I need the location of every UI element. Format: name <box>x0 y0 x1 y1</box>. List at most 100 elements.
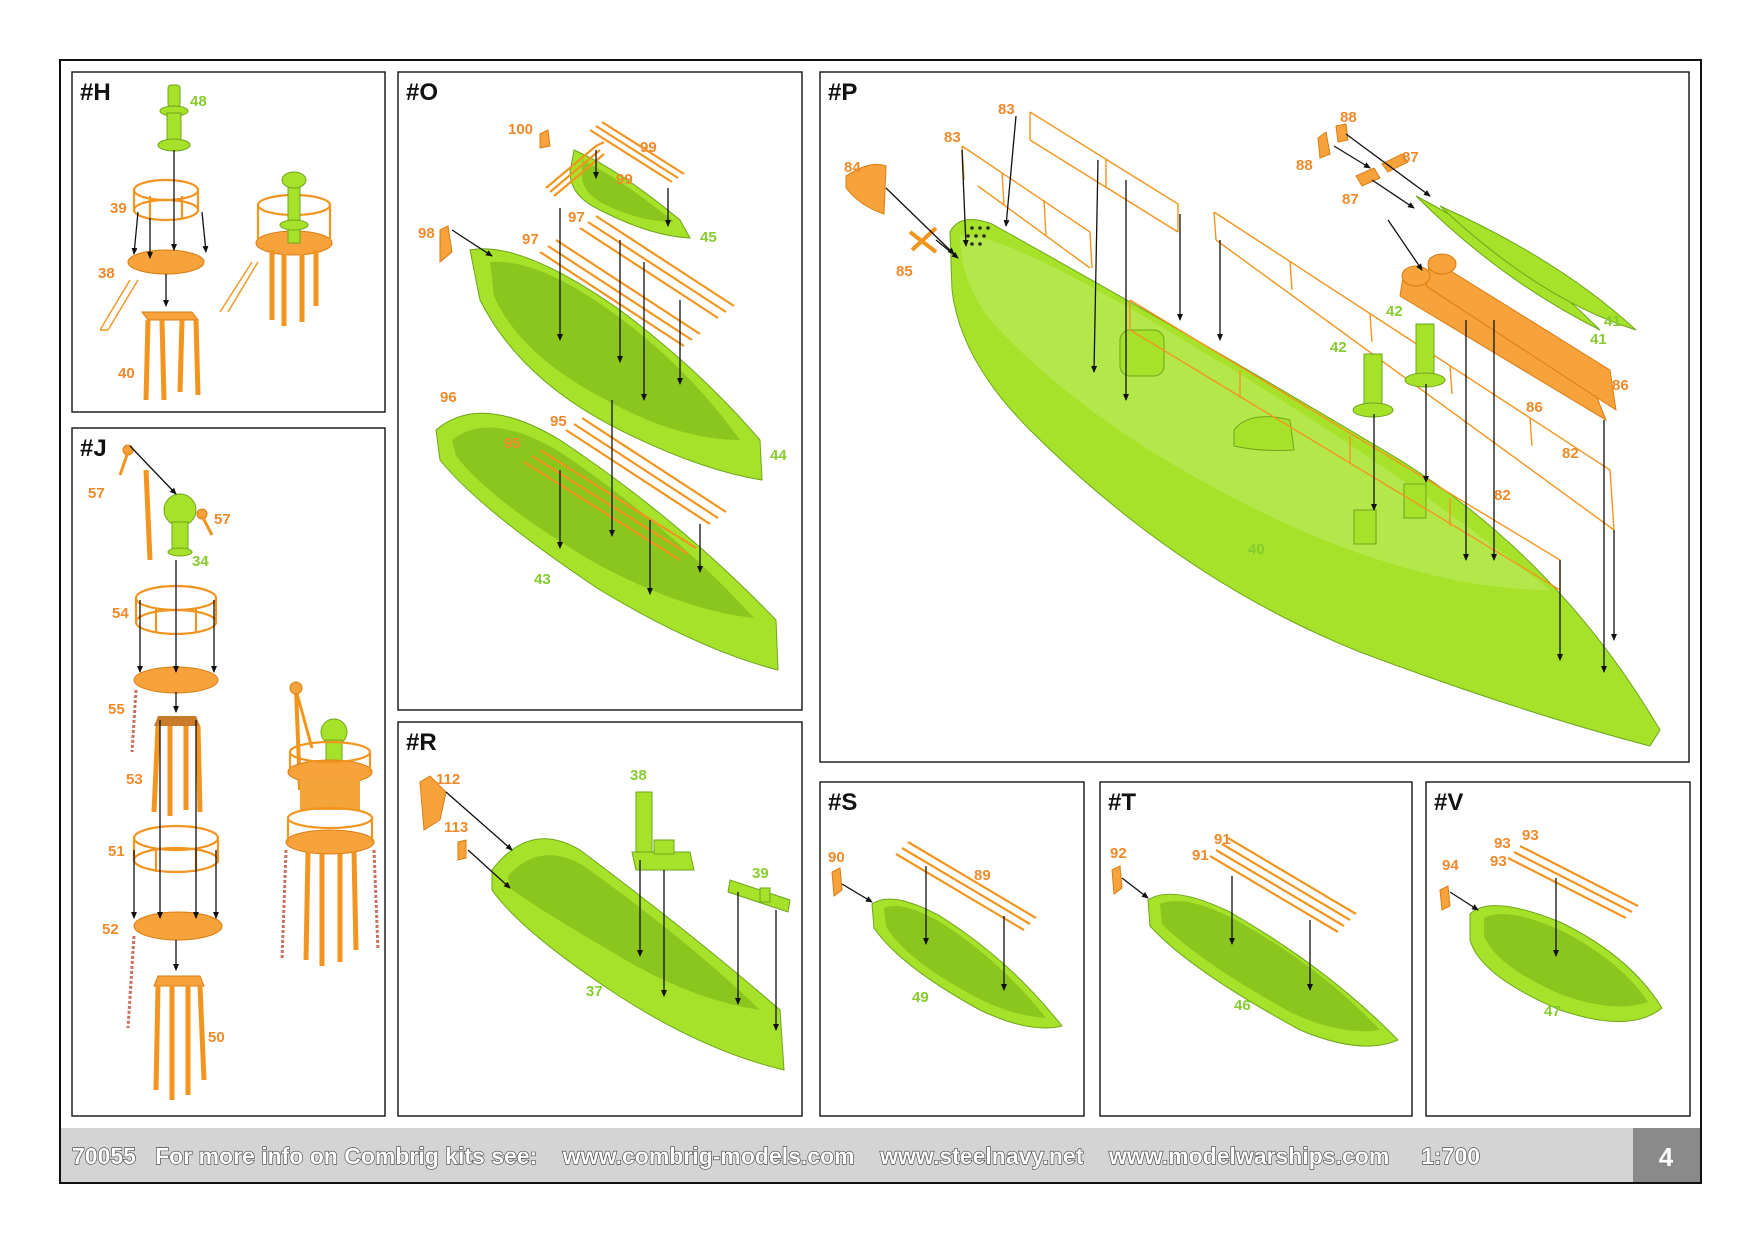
assembled-tower-j <box>280 681 380 966</box>
label-93: 93 <box>1522 827 1539 844</box>
part-90-rudder <box>831 867 843 897</box>
label-53: 53 <box>126 771 143 788</box>
label-39: 39 <box>110 200 127 217</box>
label-98: 98 <box>418 225 435 242</box>
label-54: 54 <box>112 605 129 622</box>
label-86: 86 <box>1612 377 1629 394</box>
part-91-oars <box>1209 837 1357 933</box>
part-92-rudder <box>1111 865 1123 895</box>
part-100-rudder <box>539 129 551 149</box>
label-87: 87 <box>1402 149 1419 166</box>
label-90: 90 <box>828 849 845 866</box>
part-93-oars <box>1507 845 1639 919</box>
label-37: 37 <box>586 983 603 1000</box>
part-94-rudder <box>1439 885 1451 911</box>
label-45: 45 <box>700 229 717 246</box>
part-39-railing <box>132 178 200 222</box>
part-47-boat <box>1469 905 1663 1022</box>
panel-j: #J <box>71 427 386 1117</box>
label-40: 40 <box>1248 541 1265 558</box>
label-42: 42 <box>1386 303 1403 320</box>
footer-text: 70055 For more info on Combrig kits see:… <box>72 1143 1480 1169</box>
label-87: 87 <box>1342 191 1359 208</box>
part-87-b <box>1381 153 1409 173</box>
footer-bar: 70055 For more info on Combrig kits see:… <box>61 1128 1700 1182</box>
label-88: 88 <box>1296 157 1313 174</box>
part-89-oars <box>895 841 1037 931</box>
part-40-hull <box>949 219 1661 747</box>
label-96: 96 <box>440 389 457 406</box>
label-42: 42 <box>1330 339 1347 356</box>
panel-title: #O <box>406 79 438 106</box>
label-43: 43 <box>534 571 551 588</box>
label-99: 99 <box>640 139 657 156</box>
part-88-a <box>1317 131 1331 159</box>
part-84-rudder <box>845 163 887 215</box>
part-82-railing-a <box>1213 211 1615 531</box>
part-83-railing-b <box>1029 111 1179 233</box>
label-84: 84 <box>844 159 861 176</box>
label-57: 57 <box>88 485 105 502</box>
label-86: 86 <box>1526 399 1543 416</box>
part-53-legs <box>151 716 203 816</box>
panel-title: #R <box>406 729 437 756</box>
outer-frame <box>59 59 1702 1184</box>
label-38: 38 <box>98 265 115 282</box>
label-83: 83 <box>944 129 961 146</box>
label-48: 48 <box>190 93 207 110</box>
part-99-oars <box>589 121 685 183</box>
label-97: 97 <box>568 209 585 226</box>
label-88: 88 <box>1340 109 1357 126</box>
label-41: 41 <box>1590 331 1607 348</box>
part-97-oars-b <box>579 215 735 319</box>
label-100: 100 <box>508 121 533 138</box>
label-41: 41 <box>1604 313 1621 330</box>
label-39: 39 <box>752 865 769 882</box>
part-38-ladder <box>99 279 139 331</box>
part-85-propeller <box>908 226 938 254</box>
part-46-boat <box>1147 893 1399 1047</box>
part-38-platform <box>127 249 205 275</box>
part-45-boat <box>569 149 691 239</box>
page-tab <box>1633 1128 1700 1182</box>
part-50-legs <box>153 975 207 1100</box>
label-85: 85 <box>896 263 913 280</box>
panel-title: #H <box>80 79 111 106</box>
assembled-top-h <box>219 171 333 326</box>
panel-o: #O 100 99 <box>397 71 803 711</box>
part-57-crane <box>118 444 214 561</box>
panel-title: #J <box>80 435 107 462</box>
part-42-funnel-b <box>1404 323 1446 388</box>
part-98-rudder <box>439 225 453 264</box>
panel-title: #T <box>1108 789 1136 816</box>
part-87-a <box>1355 167 1381 187</box>
panel-t: #T 92 91 91 46 <box>1099 781 1413 1117</box>
label-95: 95 <box>504 435 521 452</box>
part-44-boat <box>469 248 763 481</box>
panel-v: #V 94 93 93 93 47 <box>1425 781 1691 1117</box>
part-113-fitting <box>457 839 467 861</box>
label-38: 38 <box>630 767 647 784</box>
label-112: 112 <box>436 771 460 788</box>
label-93: 93 <box>1490 853 1507 870</box>
part-95-oars-a <box>523 449 697 561</box>
part-95-oars-b <box>565 417 727 525</box>
label-91: 91 <box>1214 831 1231 848</box>
part-52-ladder <box>126 935 136 1029</box>
panel-title: #P <box>828 79 857 106</box>
label-83: 83 <box>998 101 1015 118</box>
label-50: 50 <box>208 1029 225 1046</box>
label-82: 82 <box>1494 487 1511 504</box>
part-88-b <box>1335 123 1349 143</box>
panel-title: #V <box>1434 789 1463 816</box>
label-92: 92 <box>1110 845 1127 862</box>
part-43-boat <box>435 412 779 671</box>
panel-h: #H <box>71 71 386 413</box>
label-82: 82 <box>1562 445 1579 462</box>
label-91: 91 <box>1192 847 1209 864</box>
part-52-platform <box>133 911 223 941</box>
label-99: 99 <box>616 171 633 188</box>
label-89: 89 <box>974 867 991 884</box>
part-41-spar-b <box>1439 205 1637 331</box>
panel-title: #S <box>828 789 857 816</box>
